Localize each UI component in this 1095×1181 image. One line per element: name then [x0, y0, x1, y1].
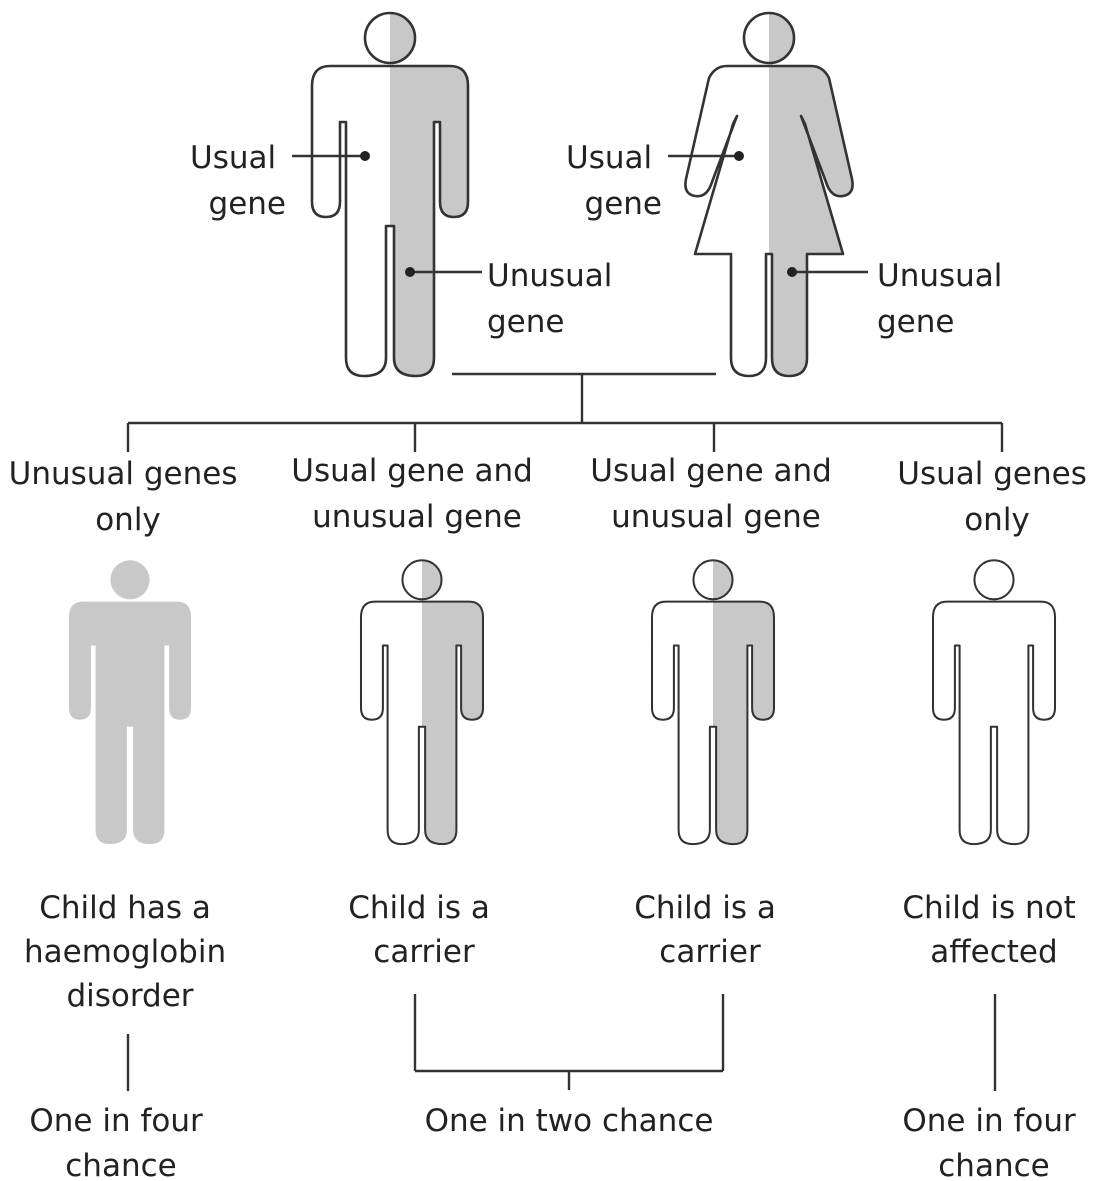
father-unusual-gene-label: Unusual gene [487, 258, 622, 340]
child-1-figure-affected [69, 560, 191, 844]
child-2-figure-carrier [361, 560, 483, 844]
mother-usual-gene-label: Usual gene [566, 140, 662, 222]
mother-figure [685, 13, 852, 376]
chance-middle-label: One in two chance [425, 1103, 714, 1139]
child-3-figure-carrier [652, 560, 774, 844]
child-1-genes-label: Unusual genes only [9, 456, 248, 538]
child-3-outcome-label: Child is a carrier [634, 890, 786, 970]
chance-left-label: One in four chance [29, 1103, 212, 1181]
child-3-genes-label: Usual gene and unusual gene [590, 453, 841, 535]
child-4-outcome-label: Child is not affected [902, 890, 1085, 970]
child-2-genes-label: Usual gene and unusual gene [291, 453, 542, 535]
child-1-outcome-label: Child has a haemoglobin disorder [24, 890, 236, 1014]
child-4-genes-label: Usual genes only [897, 456, 1095, 538]
child-4-figure-unaffected [933, 560, 1055, 844]
chance-middle-bracket [415, 994, 723, 1090]
chance-right-label: One in four chance [902, 1103, 1085, 1181]
father-figure [312, 13, 468, 376]
father-usual-gene-label: Usual gene [190, 140, 286, 222]
child-2-outcome-label: Child is a carrier [348, 890, 500, 970]
mother-unusual-gene-label: Unusual gene [877, 258, 1012, 340]
family-tree-connector [128, 374, 1002, 452]
